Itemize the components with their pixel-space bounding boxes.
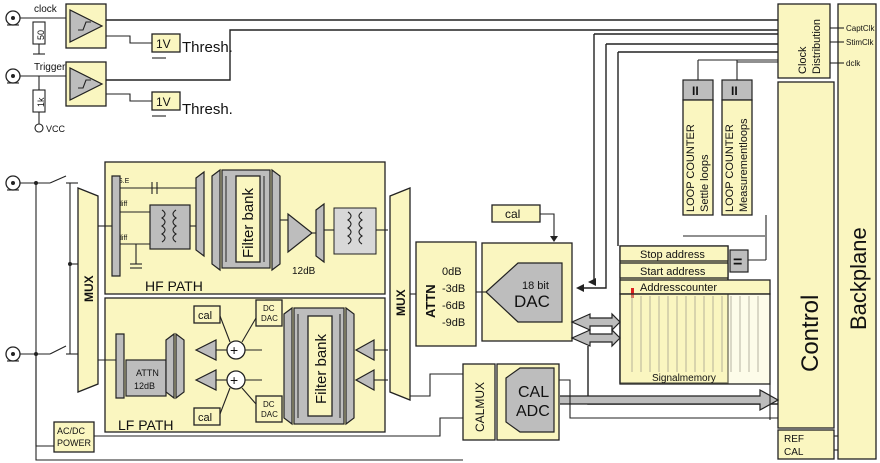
comparator-eq: = <box>733 254 742 271</box>
cal-out-label: CAL <box>784 447 804 458</box>
clock-distribution-block <box>777 3 831 79</box>
cal-adc-line2: ADC <box>516 403 550 420</box>
lf-dc-dac-bot <box>255 395 283 423</box>
hf-amp <box>287 212 313 254</box>
trigger-label: Trigger <box>34 62 66 73</box>
hf-transformer <box>149 204 191 250</box>
lf-dc-dac-bot-2: DAC <box>261 410 278 419</box>
loop-counter-1-sub: Settle loops <box>699 154 711 212</box>
cal-adc-line1: CAL <box>518 384 549 401</box>
acdc-line1: AC/DC <box>57 426 86 436</box>
ref-cal-block <box>777 429 835 460</box>
signal-memory-block: Stop address Start address Addresscounte… <box>619 245 771 385</box>
thresh-1-label: Thresh. <box>182 39 233 56</box>
thresh-2-value: 1V <box>156 95 171 109</box>
attn-block <box>415 241 477 347</box>
loop-counter-1-title: LOOP COUNTER <box>685 124 697 212</box>
memory-bus-arrow <box>570 328 621 348</box>
stim-clk-label: StimClk <box>846 38 875 47</box>
calmux-block <box>462 363 496 441</box>
clock-res-label: 50 <box>36 30 46 40</box>
hf-diff1-label: diff <box>118 201 127 208</box>
hf-diff2-label: diff <box>118 235 127 242</box>
acdc-line2: POWER <box>57 438 92 448</box>
vcc-label: VCC <box>46 124 66 134</box>
clock-input: clock 50 <box>5 4 66 55</box>
lf-attn-line2: 12dB <box>134 381 155 391</box>
lf-cal-top: cal <box>198 310 212 322</box>
backplane-block <box>837 3 877 460</box>
lf-attn-line1: ATTN <box>136 368 159 378</box>
lf-attn-box <box>125 359 167 397</box>
calmux-label: CALMUX <box>473 382 487 432</box>
dac-shape <box>485 262 563 323</box>
address-counter-label: Addresscounter <box>640 282 717 294</box>
hf-gain-label: 12dB <box>292 266 316 277</box>
lf-cal-top-box <box>193 305 221 324</box>
capt-clk-label: CaptClk <box>846 24 875 33</box>
lf-cal-bot-box <box>193 407 221 426</box>
mux-right-label: MUX <box>394 289 408 316</box>
attn-level-0: 0dB <box>442 266 462 278</box>
lf-path-label: LF PATH <box>118 417 174 433</box>
lf-cal-bot: cal <box>198 412 212 424</box>
loop-counter-settle: II LOOP COUNTER Settle loops <box>682 79 714 216</box>
dclk-label: dclk <box>846 59 861 68</box>
control-label: Control <box>797 295 824 372</box>
clock-label: clock <box>34 4 58 15</box>
lf-filter-bank-label: Filter bank <box>313 333 330 404</box>
attn-level-3: -9dB <box>442 317 465 329</box>
lf-dc-dac-top-2: DAC <box>261 314 278 323</box>
lf-dc-dac-bot-1: DC <box>263 400 275 409</box>
clock-distribution-label-1: Clock <box>797 46 809 74</box>
attn-level-2: -6dB <box>442 300 465 312</box>
loop-counter-2-sub: Measurementloops <box>738 118 750 212</box>
thresh-1-value: 1V <box>156 37 171 51</box>
ref-label: REF <box>784 434 804 445</box>
signal-memory-label: Signalmemory <box>652 373 716 384</box>
start-address-label: Start address <box>640 266 706 278</box>
dac-label: DAC <box>514 292 550 311</box>
control-block <box>777 81 835 429</box>
lf-plus-1: + <box>230 342 238 358</box>
mux-left <box>77 187 99 393</box>
hf-path-label: HF PATH <box>145 278 203 294</box>
dac-bus-arrow <box>570 312 621 332</box>
dac-bits: 18 bit <box>522 280 549 292</box>
thresh-2-label: Thresh. <box>182 101 233 118</box>
address-pointer-marker <box>631 288 634 298</box>
loop-counter-measurement: II LOOP COUNTER Measurementloops <box>721 79 753 216</box>
lf-dc-dac-top-1: DC <box>263 304 275 313</box>
hf-se-label: S.E <box>118 178 130 185</box>
backplane-label: Backplane <box>846 227 871 330</box>
svg-text:II: II <box>731 84 738 98</box>
mux-right <box>389 187 411 401</box>
lf-dc-dac-top <box>255 299 283 327</box>
stop-address-label: Stop address <box>640 249 705 261</box>
analog-input-2 <box>5 345 78 362</box>
attn-title: ATTN <box>423 284 438 318</box>
trigger-res-label: 1k <box>36 97 46 107</box>
svg-text:II: II <box>692 84 699 98</box>
acdc-power-block <box>53 421 95 453</box>
trigger-input: Trigger 1k VCC <box>5 62 66 134</box>
dac-cal-label: cal <box>505 207 520 221</box>
analog-input-1 <box>5 175 78 191</box>
lf-plus-2: + <box>230 372 238 388</box>
hf-filter-bank-label: Filter bank <box>240 187 257 258</box>
mux-left-label: MUX <box>82 275 96 302</box>
loop-counter-2-title: LOOP COUNTER <box>724 124 736 212</box>
clock-distribution-label-2: Distribution <box>811 19 823 74</box>
attn-level-1: -3dB <box>442 283 465 295</box>
